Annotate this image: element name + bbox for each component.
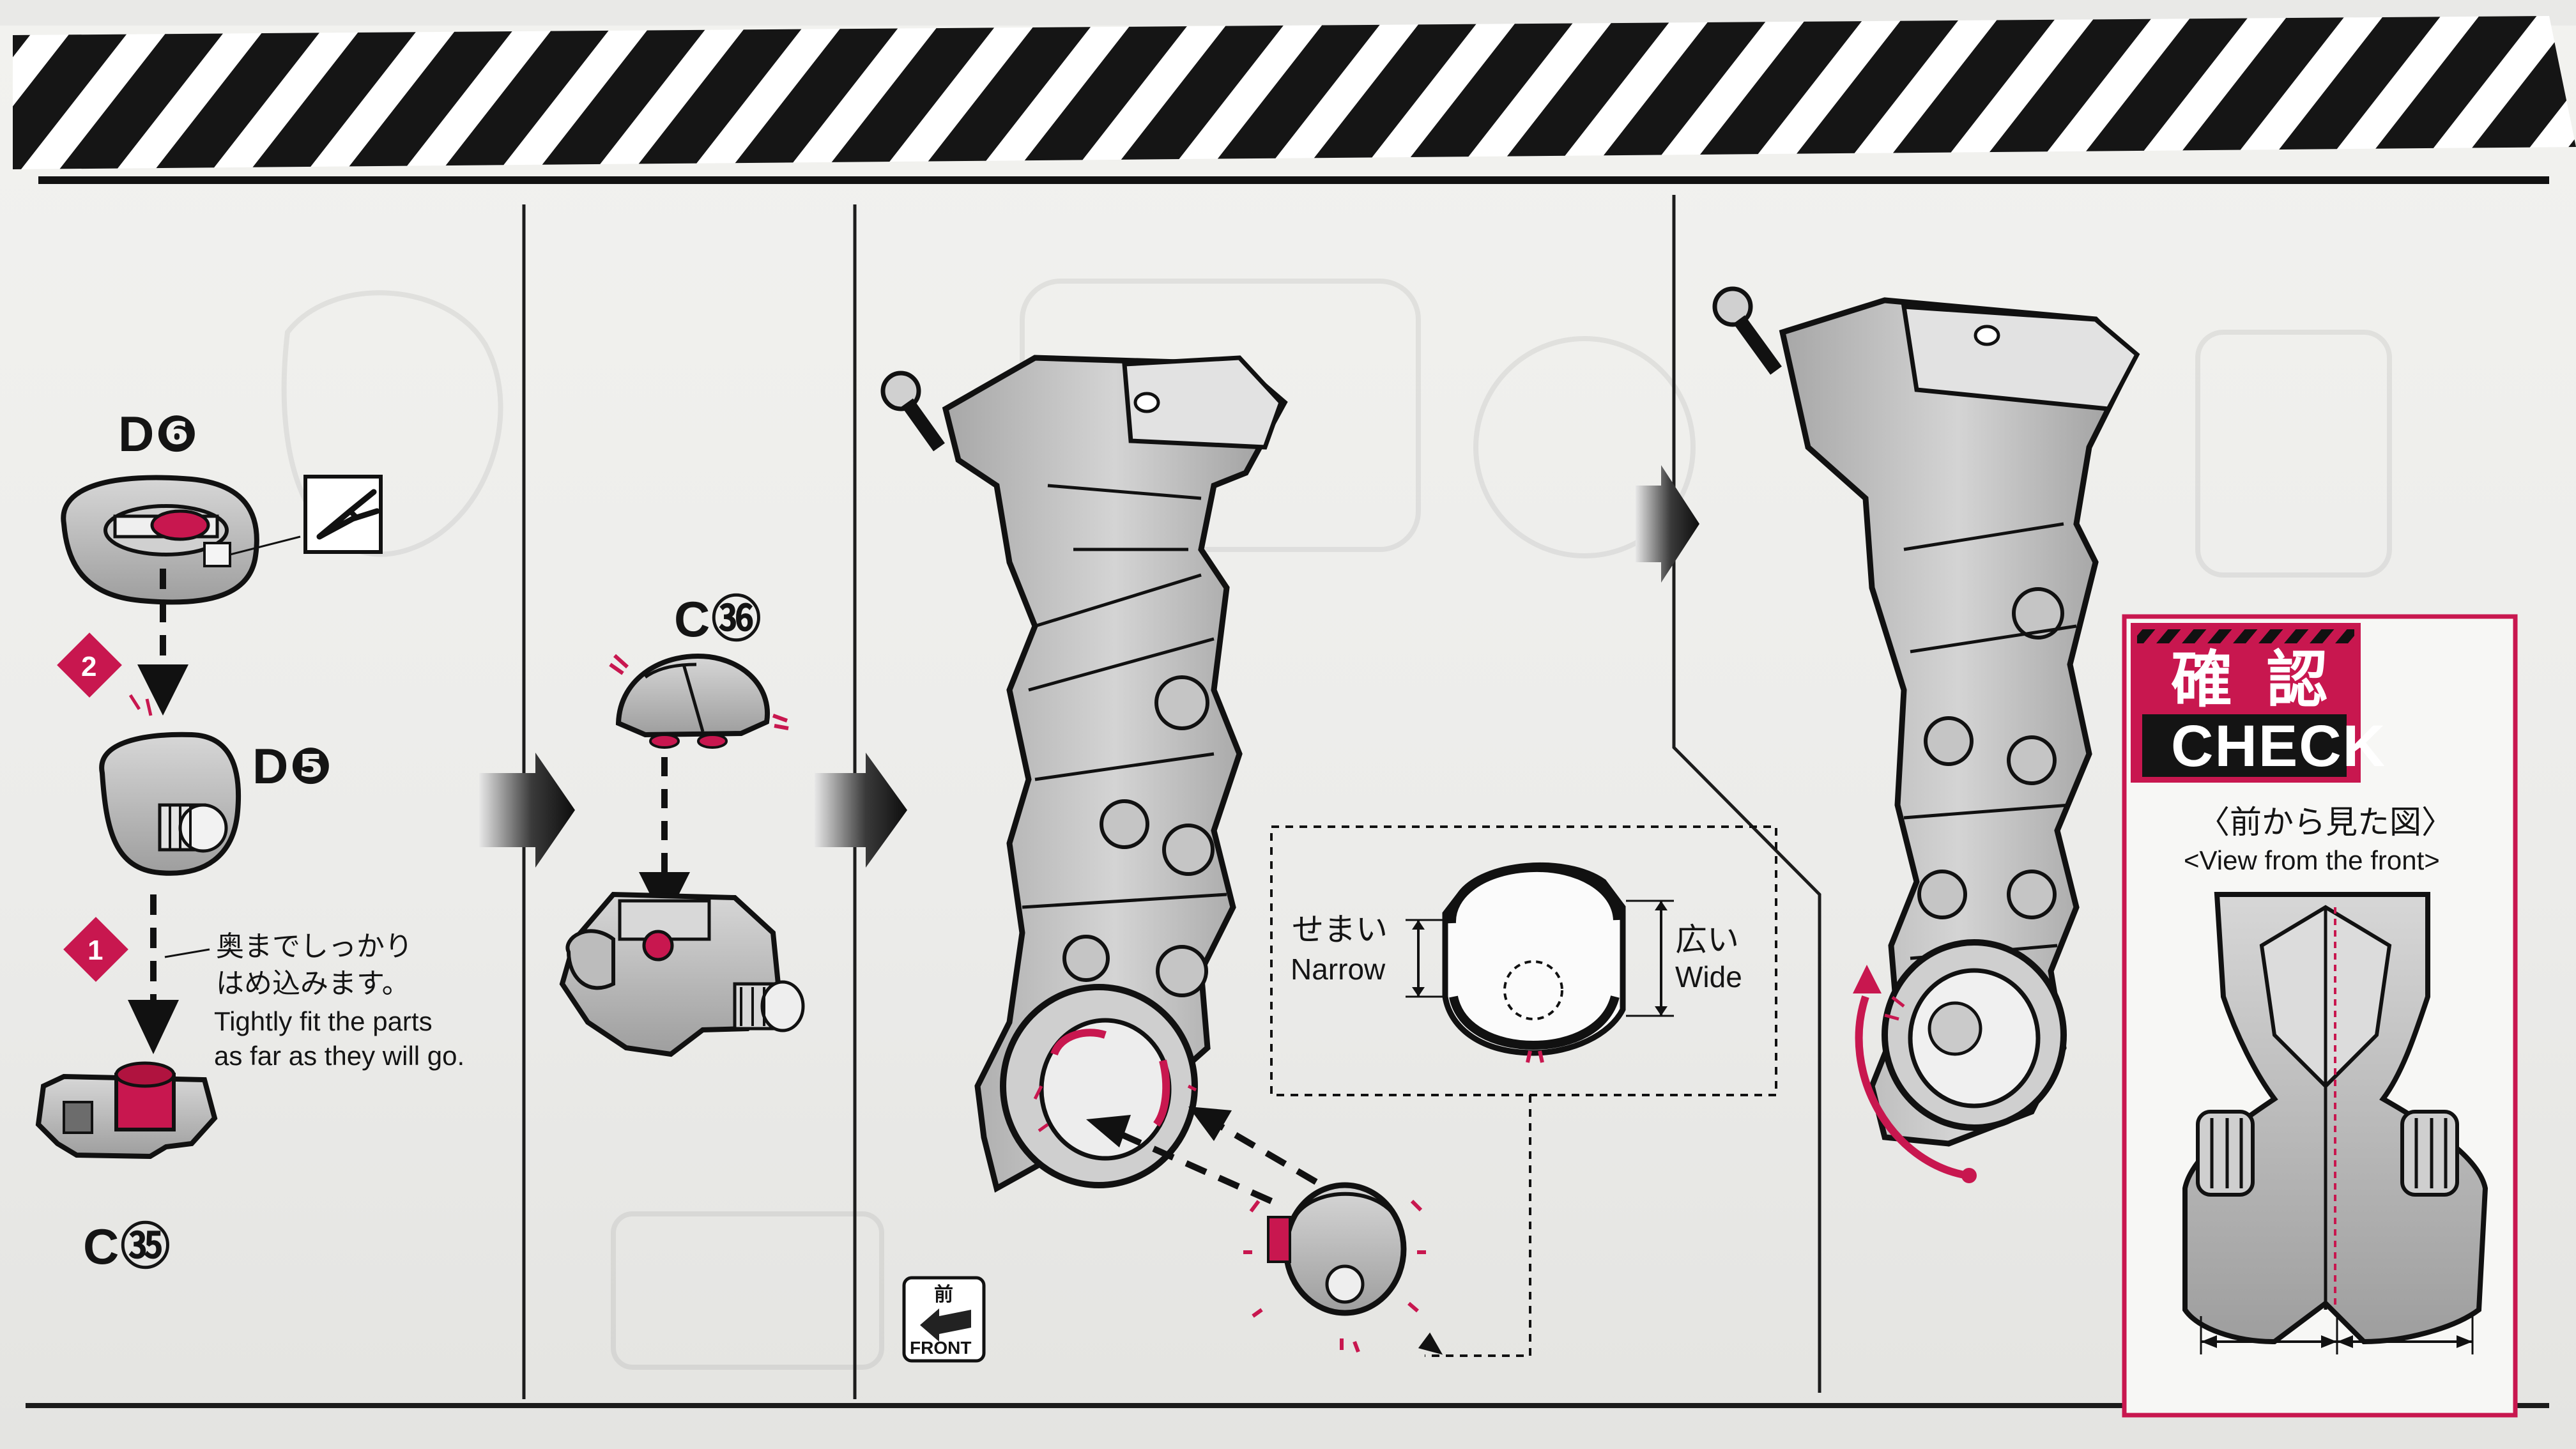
part-elbow-joint-drawing	[559, 891, 805, 1057]
background-ghost-art	[281, 279, 2392, 1370]
note-en-line2: as far as they will go.	[214, 1041, 465, 1071]
note-jp-line1: 奥までしっかり	[216, 930, 413, 963]
arrow-right-icon	[479, 753, 575, 868]
check-title-jp: 確 認	[2171, 644, 2334, 716]
front-badge-jp: 前	[934, 1284, 953, 1306]
assembled-arm-drawing	[1712, 286, 2140, 1147]
note-jp-line2: はめ込みます。	[216, 967, 410, 1000]
arrow-right-icon	[815, 753, 907, 868]
part-label-c36: C㊱	[674, 591, 763, 647]
arm-assembly-drawing	[880, 355, 1288, 1193]
width-detail-box	[1270, 825, 1777, 1357]
front-badge-en: FRONT	[910, 1338, 972, 1358]
check-title-en: CHECK	[2171, 714, 2387, 779]
order-number-1: 1	[88, 935, 103, 966]
part-label-d6: D❻	[118, 406, 199, 462]
hazard-stripe-band	[0, 0, 2576, 184]
order-number-2: 2	[81, 651, 97, 682]
wide-label-jp: 広い	[1675, 921, 1739, 958]
front-direction-icon	[902, 1276, 986, 1363]
check-caption-jp: 〈前から見た図〉	[2198, 804, 2453, 841]
assembly-arrow-2	[128, 894, 210, 1054]
wide-label-en: Wide	[1675, 960, 1742, 993]
nipper-cutter-icon	[303, 475, 383, 554]
check-caption-en: <View from the front>	[2184, 845, 2440, 875]
narrow-label-en: Narrow	[1291, 953, 1386, 986]
note-en-line1: Tightly fit the parts	[214, 1006, 433, 1036]
check-box	[2122, 614, 2518, 1418]
part-d5-drawing	[99, 732, 241, 876]
part-joint-insert-drawing	[1243, 1182, 1426, 1353]
part-label-d5: D❺	[252, 738, 334, 794]
part-c36-drawing	[609, 654, 789, 749]
arrow-right-icon	[1636, 465, 1699, 583]
rotation-arrow-icon	[1853, 965, 1977, 1183]
order-diamond-1	[63, 917, 128, 982]
assembly-arrow-1	[128, 569, 188, 716]
part-d6-drawing	[61, 475, 301, 605]
insertion-arrows	[1086, 1107, 1318, 1204]
part-label-c35: C㉟	[83, 1218, 172, 1275]
part-c35-drawing	[35, 1061, 218, 1160]
narrow-label-jp: せまい	[1292, 911, 1388, 948]
